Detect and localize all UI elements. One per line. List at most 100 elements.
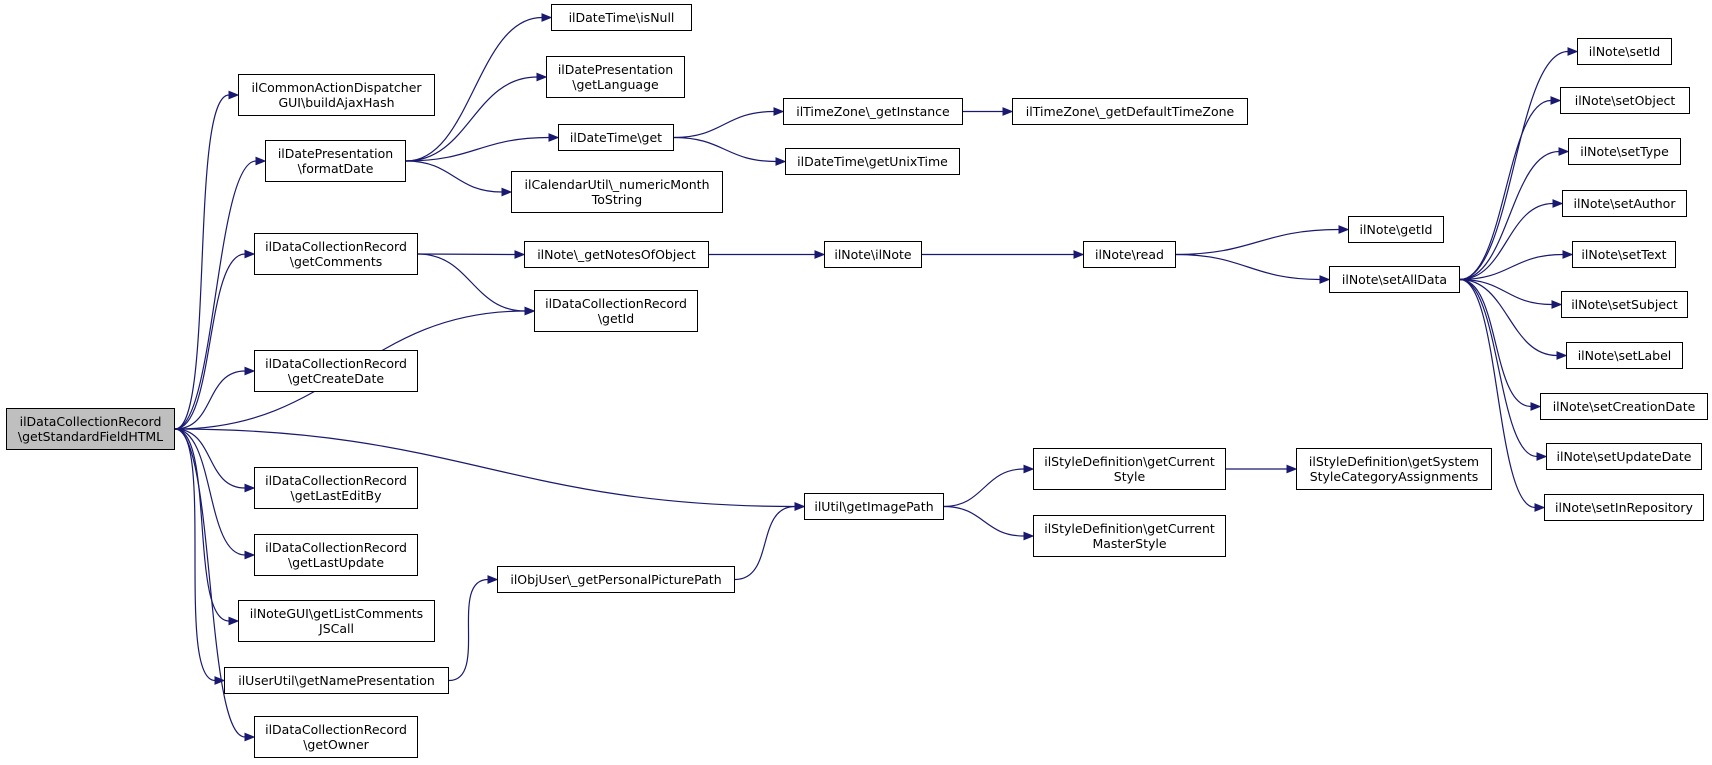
node-set-type[interactable]: ilNote\setType <box>1568 138 1681 165</box>
arrowhead-format-date-to-is-null <box>541 13 553 22</box>
edge-get-comments-to-get-notes-of-object <box>417 253 516 256</box>
edge-set-all-data-to-set-update-date <box>1459 278 1538 458</box>
node-get-unix-time[interactable]: ilDateTime\getUnixTime <box>785 148 960 175</box>
arrowhead-set-all-data-to-set-label <box>1556 351 1568 360</box>
node-format-date[interactable]: ilDatePresentation\formatDate <box>265 140 406 182</box>
node-get-comments[interactable]: ilDataCollectionRecord\getComments <box>254 233 418 275</box>
node-note-read[interactable]: ilNote\read <box>1083 241 1176 268</box>
node-label-line: ilDatePresentation <box>277 146 394 161</box>
node-get-create-date[interactable]: ilDataCollectionRecord\getCreateDate <box>254 350 418 392</box>
node-get-last-edit-by[interactable]: ilDataCollectionRecord\getLastEditBy <box>254 467 418 509</box>
node-get-language[interactable]: ilDatePresentation\getLanguage <box>546 56 685 98</box>
edge-root-to-get-create-date <box>174 370 246 430</box>
arrowhead-root-to-get-name-presentation <box>214 676 226 685</box>
arrowhead-root-to-format-date <box>255 156 267 166</box>
node-label-line: ilDataCollectionRecord <box>19 414 162 429</box>
node-get-owner[interactable]: ilDataCollectionRecord\getOwner <box>254 716 418 758</box>
node-label-line: ilTimeZone\_getInstance <box>796 104 950 119</box>
edge-get-name-presentation-to-get-personal-picture-path <box>448 578 489 682</box>
edge-dt-get-to-get-unix-time <box>673 136 777 163</box>
node-get-image-path[interactable]: ilUtil\getImagePath <box>804 493 944 520</box>
edge-set-all-data-to-set-type <box>1459 150 1560 281</box>
node-set-object[interactable]: ilNote\setObject <box>1560 87 1690 114</box>
node-set-label[interactable]: ilNote\setLabel <box>1566 342 1683 369</box>
arrowhead-set-all-data-to-set-object <box>1550 96 1562 105</box>
node-root[interactable]: ilDataCollectionRecord\getStandardFieldH… <box>6 408 175 450</box>
node-label-line: GUI\buildAjaxHash <box>278 95 395 110</box>
node-label-line: ilCalendarUtil\_numericMonth <box>524 177 710 192</box>
node-label-line: ilDataCollectionRecord <box>545 296 687 311</box>
node-label-line: ilStyleDefinition\getCurrent <box>1044 521 1215 536</box>
node-label-line: ilNote\setLabel <box>1577 348 1672 363</box>
node-note-get-id[interactable]: ilNote\getId <box>1348 216 1444 243</box>
node-label-line: ilStyleDefinition\getSystem <box>1308 454 1480 469</box>
node-label-line: ilDataCollectionRecord <box>265 356 407 371</box>
node-il-note-ctor[interactable]: ilNote\ilNote <box>824 241 922 268</box>
node-label-line: ilNote\setSubject <box>1571 297 1678 312</box>
arrowhead-get-image-path-to-get-current-style <box>1023 464 1035 474</box>
node-label-line: ilNote\setText <box>1581 247 1667 262</box>
edge-format-date-to-dt-get <box>405 136 550 162</box>
edge-set-all-data-to-set-label <box>1459 278 1558 357</box>
arrowhead-root-to-get-last-update <box>244 550 256 560</box>
node-label-line: \getLastUpdate <box>287 555 385 570</box>
arrowhead-root-to-get-owner <box>244 732 256 742</box>
node-label-line: ilNote\_getNotesOfObject <box>537 247 696 262</box>
arrowhead-root-to-get-create-date <box>244 366 256 376</box>
node-set-author[interactable]: ilNote\setAuthor <box>1562 190 1687 217</box>
node-rec-get-id[interactable]: ilDataCollectionRecord\getId <box>534 290 698 332</box>
arrowhead-note-read-to-note-get-id <box>1338 225 1350 234</box>
node-get-notes-of-object[interactable]: ilNote\_getNotesOfObject <box>524 241 709 268</box>
arrowhead-format-date-to-dt-get <box>548 133 560 142</box>
node-label-line: Style <box>1113 469 1146 484</box>
arrowhead-get-comments-to-rec-get-id <box>524 306 536 316</box>
edge-format-date-to-is-null <box>405 16 543 162</box>
edge-set-all-data-to-set-creation-date <box>1459 278 1532 408</box>
node-label-line: ilNote\setAllData <box>1341 272 1448 287</box>
node-get-last-update[interactable]: ilDataCollectionRecord\getLastUpdate <box>254 534 418 576</box>
node-get-name-presentation[interactable]: ilUserUtil\getNamePresentation <box>224 667 449 694</box>
edge-get-comments-to-rec-get-id <box>417 253 526 312</box>
node-set-creation-date[interactable]: ilNote\setCreationDate <box>1540 393 1708 420</box>
arrowhead-get-image-path-to-get-current-master-style <box>1023 531 1035 541</box>
node-is-null[interactable]: ilDateTime\isNull <box>551 4 692 31</box>
node-set-update-date[interactable]: ilNote\setUpdateDate <box>1546 443 1702 470</box>
arrowhead-root-to-build-ajax-hash <box>228 90 240 100</box>
arrowhead-get-personal-picture-path-to-get-image-path <box>794 502 806 511</box>
node-label-line: ilDateTime\getUnixTime <box>797 154 948 169</box>
node-label-line: ilNote\ilNote <box>834 247 912 262</box>
node-set-subject[interactable]: ilNote\setSubject <box>1561 291 1688 318</box>
node-label-line: ilNote\setAuthor <box>1573 196 1676 211</box>
node-label-line: ilTimeZone\_getDefaultTimeZone <box>1025 104 1235 119</box>
node-get-default-time-zone[interactable]: ilTimeZone\_getDefaultTimeZone <box>1012 98 1248 125</box>
node-label-line: ilDateTime\get <box>569 130 663 145</box>
node-get-personal-picture-path[interactable]: ilObjUser\_getPersonalPicturePath <box>497 566 735 593</box>
edge-set-all-data-to-set-text <box>1459 253 1564 281</box>
node-label-line: ilNote\setCreationDate <box>1552 399 1696 414</box>
arrowhead-root-to-get-last-edit-by <box>244 483 256 493</box>
node-get-instance[interactable]: ilTimeZone\_getInstance <box>783 98 963 125</box>
edge-get-image-path-to-get-current-style <box>943 468 1025 508</box>
node-dt-get[interactable]: ilDateTime\get <box>558 124 674 151</box>
arrowhead-dt-get-to-get-unix-time <box>775 157 787 166</box>
node-set-id[interactable]: ilNote\setId <box>1577 38 1672 65</box>
edge-root-to-get-owner <box>174 428 246 738</box>
node-set-in-repository[interactable]: ilNote\setInRepository <box>1544 494 1704 521</box>
arrowhead-set-all-data-to-set-id <box>1567 47 1579 56</box>
arrowhead-root-to-get-list-comments-jscall <box>228 616 240 626</box>
arrowhead-get-name-presentation-to-get-personal-picture-path <box>487 575 499 584</box>
arrowhead-format-date-to-get-language <box>536 72 548 82</box>
node-label-line: ilDateTime\isNull <box>568 10 675 25</box>
edge-root-to-format-date <box>174 160 257 430</box>
node-label-line: StyleCategoryAssignments <box>1309 469 1479 484</box>
node-label-line: ilNote\read <box>1095 247 1164 262</box>
edge-root-to-get-last-update <box>174 428 246 556</box>
node-set-text[interactable]: ilNote\setText <box>1572 241 1676 268</box>
node-set-all-data[interactable]: ilNote\setAllData <box>1329 266 1460 293</box>
